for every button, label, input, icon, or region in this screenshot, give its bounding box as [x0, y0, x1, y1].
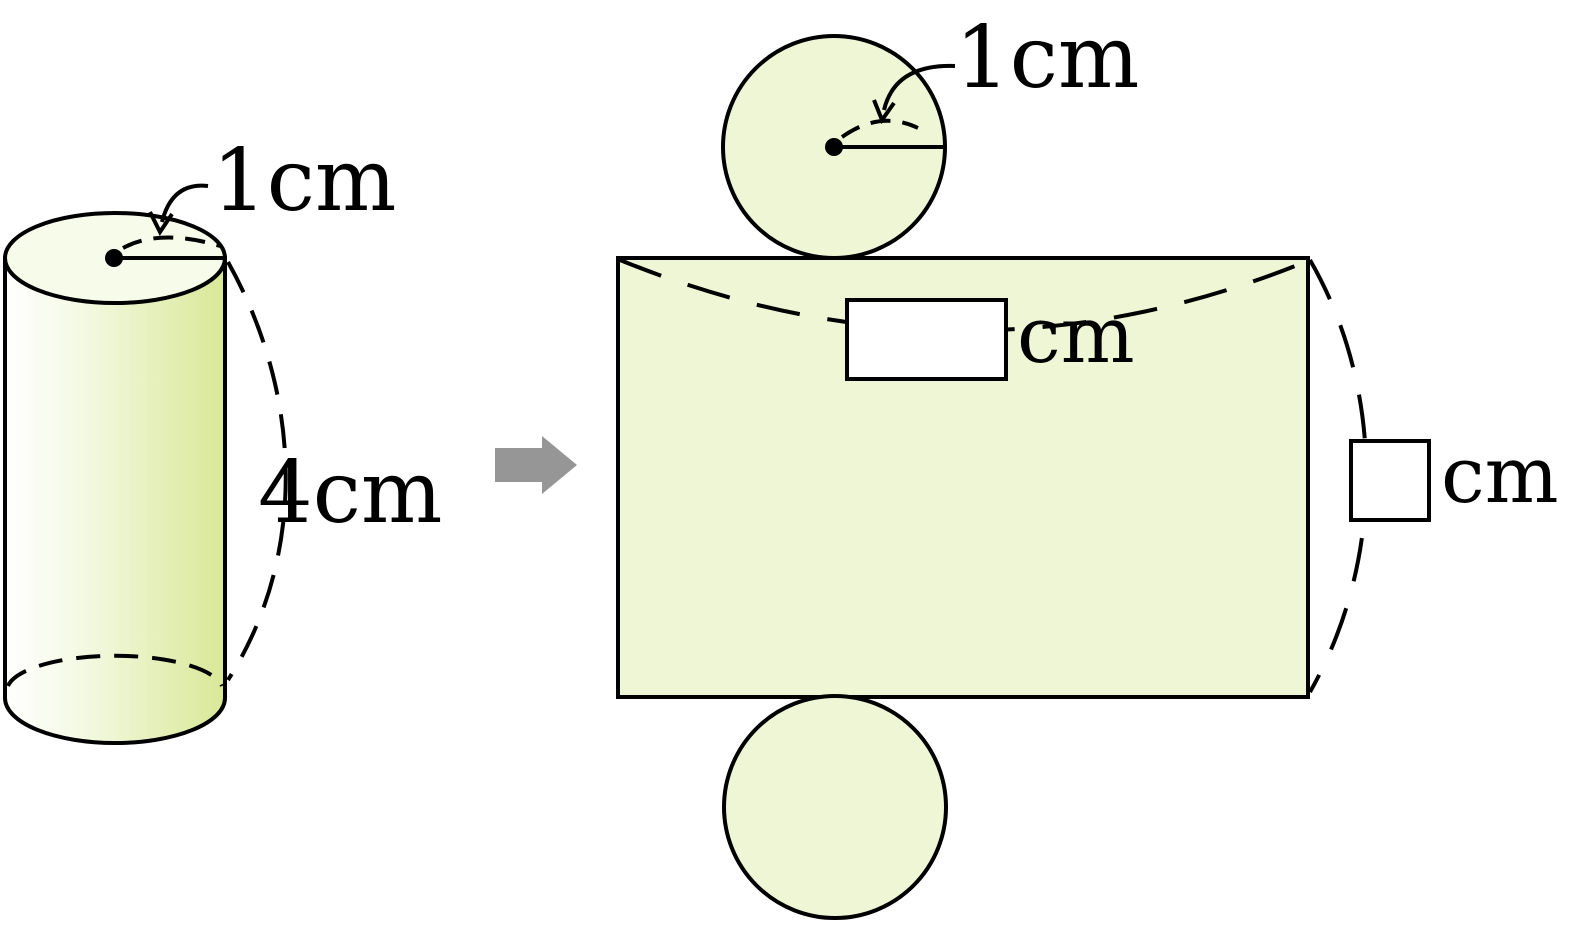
net-height-unit: cm	[1441, 431, 1559, 521]
cylinder-radius-pointer-head	[148, 211, 174, 236]
net-radius-pointer	[882, 63, 956, 111]
net-radius-pointer-head	[872, 99, 896, 125]
net-height-answer-box[interactable]	[1349, 439, 1431, 522]
right-arrow-icon	[495, 436, 577, 494]
cylinder: 1cm 4cm	[2, 131, 442, 745]
net-radius-label: 1cm	[955, 8, 1139, 108]
cylinder-radius-pointer	[160, 183, 209, 223]
net-width-unit: cm	[1017, 291, 1135, 381]
net-radius-arc	[840, 118, 919, 139]
cylinder-body	[2, 256, 227, 745]
net-width-curve	[619, 258, 1306, 333]
net-width-answer-box[interactable]	[845, 298, 1008, 381]
cylinder-bottom-hidden-edge	[6, 653, 224, 687]
cylinder-radius-arc	[122, 235, 221, 250]
cylinder-center-dot	[105, 249, 123, 267]
net-bottom-circle	[722, 694, 948, 920]
cylinder-radius-label: 1cm	[212, 131, 396, 231]
cylinder-height-label: 4cm	[258, 443, 442, 543]
cylinder-net: 1cm cm cm	[616, 8, 1559, 920]
cylinder-height-curve	[226, 261, 288, 682]
net-center-dot	[825, 138, 843, 156]
